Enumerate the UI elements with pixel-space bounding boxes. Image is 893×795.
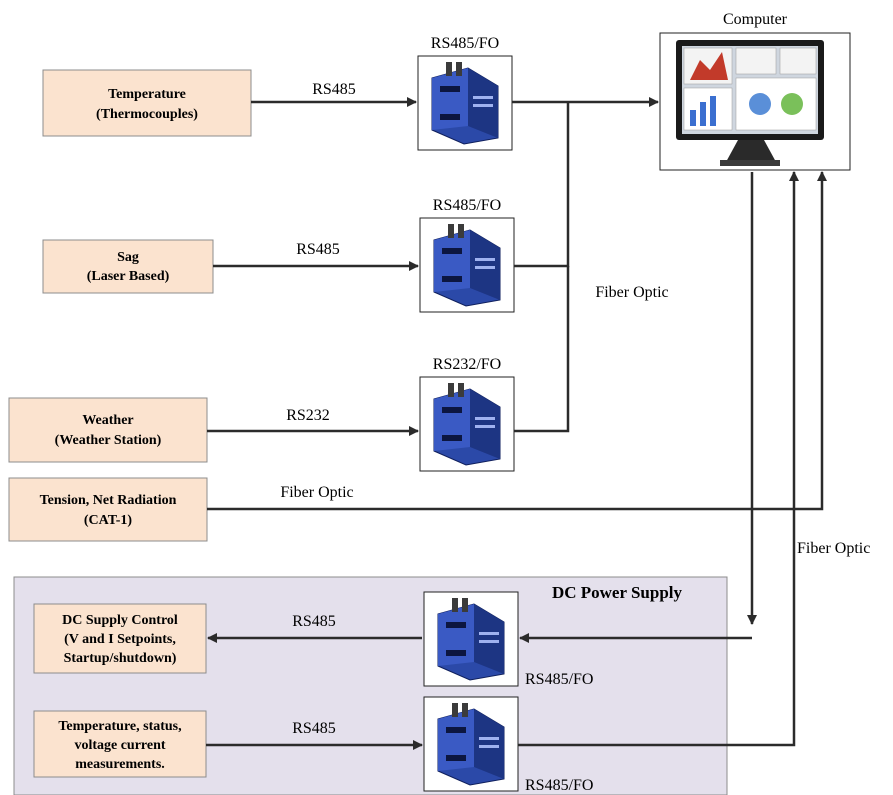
weather-sensor-subtitle: (Weather Station) xyxy=(55,433,162,448)
sag-link-label: RS485 xyxy=(296,241,340,258)
weather-fiber-line xyxy=(514,266,570,433)
tension-sensor-title: Tension, Net Radiation xyxy=(40,493,177,508)
sag-sensor-subtitle: (Laser Based) xyxy=(87,269,170,284)
dc-control-link-label: RS485 xyxy=(292,613,336,630)
temperature-sensor-subtitle: (Thermocouples) xyxy=(96,107,198,122)
dc-control-line-1: DC Supply Control xyxy=(62,613,178,628)
dc-measure-fiber-line xyxy=(518,171,799,747)
weather-converter-label: RS232/FO xyxy=(433,356,501,373)
dc-control-line-2: (V and I Setpoints, xyxy=(64,632,176,647)
tension-link-label: Fiber Optic xyxy=(280,484,353,501)
computer-label: Computer xyxy=(723,11,788,28)
fiber-main-label: Fiber Optic xyxy=(595,284,668,301)
dc-measure-converter-device xyxy=(423,696,519,792)
dc-measure-converter-label: RS485/FO xyxy=(525,777,593,794)
weather-sensor-box xyxy=(8,397,208,463)
dc-measure-box xyxy=(33,710,207,778)
temperature-converter-label: RS485/FO xyxy=(431,35,499,52)
sag-sensor-title: Sag xyxy=(117,250,139,265)
dc-measure-line-3: measurements. xyxy=(75,757,165,772)
weather-sensor-title: Weather xyxy=(82,413,133,428)
dc-panel-title: DC Power Supply xyxy=(552,583,683,602)
tension-sensor-box xyxy=(8,477,208,542)
computer-monitor-icon xyxy=(676,40,824,166)
dc-control-converter-label: RS485/FO xyxy=(525,671,593,688)
temperature-converter-device xyxy=(417,55,513,151)
dc-measure-link-label: RS485 xyxy=(292,720,336,737)
sag-converter-label: RS485/FO xyxy=(433,197,501,214)
temperature-link-label: RS485 xyxy=(312,81,356,98)
weather-converter-device xyxy=(419,376,515,472)
fiber-right-label: Fiber Optic xyxy=(797,540,870,557)
tension-fiber-line xyxy=(207,171,827,511)
sag-fiber-line xyxy=(514,102,570,268)
dc-measure-line-2: voltage current xyxy=(74,738,165,753)
dc-measure-line-1: Temperature, status, xyxy=(58,719,181,734)
sag-converter-device xyxy=(419,217,515,313)
temperature-sensor-box xyxy=(42,69,252,137)
tension-sensor-subtitle: (CAT-1) xyxy=(84,513,133,528)
weather-link-label: RS232 xyxy=(286,407,330,424)
dc-control-converter-device xyxy=(423,591,519,687)
temperature-sensor-title: Temperature xyxy=(108,87,186,102)
dc-control-line-3: Startup/shutdown) xyxy=(64,651,177,666)
dc-control-box xyxy=(33,603,207,674)
sag-sensor-box xyxy=(42,239,214,294)
